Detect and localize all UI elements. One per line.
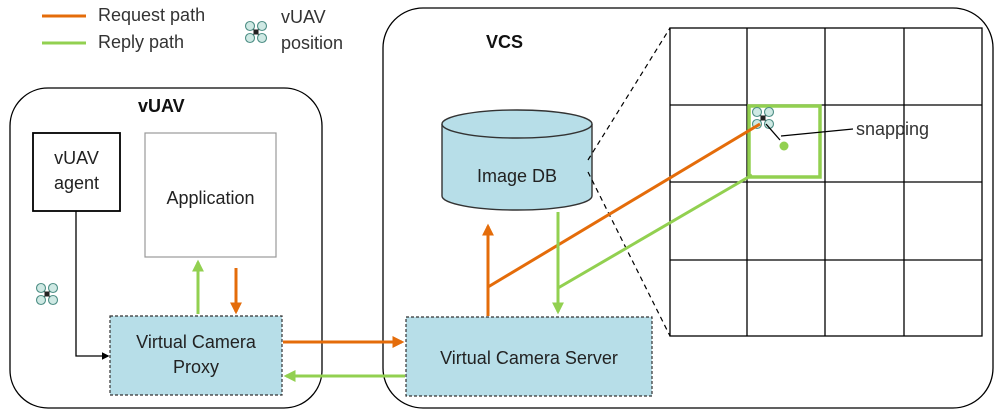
legend-position-line1: vUAV	[281, 7, 326, 27]
application-box	[144, 132, 277, 258]
vuav-agent-box	[32, 132, 121, 212]
server-label: Virtual Camera Server	[440, 348, 618, 368]
snapping-cell	[747, 104, 822, 179]
vuav-agent-line1: vUAV	[54, 148, 99, 168]
request-to-grid-line	[487, 122, 761, 289]
snapping-label: snapping	[856, 119, 930, 139]
vuav-agent-label: vUAV agent	[33, 146, 120, 196]
legend-position-line2: position	[281, 33, 344, 53]
agent-to-proxy-arrow	[75, 211, 110, 360]
vuav-agent-line2: agent	[53, 173, 100, 193]
vcs-container	[382, 7, 994, 409]
snap-arrow	[765, 123, 781, 141]
image-db-cylinder	[441, 109, 593, 211]
zoom-line-bottom	[587, 171, 671, 337]
agent-drone-icon	[35, 282, 59, 306]
legend-reply-label: Reply path	[98, 32, 185, 52]
legend-request-label: Request path	[98, 5, 206, 25]
vuav-container	[9, 87, 323, 409]
proxy-label: Virtual Camera Proxy	[110, 330, 282, 380]
virtual-camera-proxy-box	[109, 315, 283, 396]
application-label: Application	[166, 188, 255, 208]
legend-drone-icon	[244, 20, 268, 44]
proxy-line2: Proxy	[172, 357, 219, 377]
proxy-line1: Virtual Camera	[136, 332, 256, 352]
image-db-label: Image DB	[476, 166, 558, 186]
reply-from-grid-line	[557, 173, 753, 290]
zoom-line-top	[587, 27, 671, 161]
virtual-camera-server-box	[405, 316, 653, 397]
vcs-title: VCS	[486, 32, 524, 52]
grid-panel	[669, 27, 983, 337]
snapping-pointer	[780, 128, 854, 137]
snap-target-dot	[779, 141, 789, 151]
vuav-title: vUAV	[138, 96, 185, 116]
